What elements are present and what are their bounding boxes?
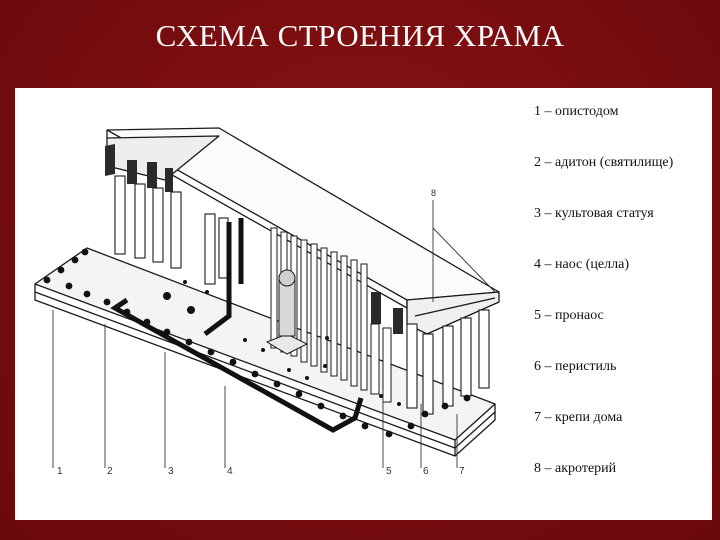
legend-item-peristyle: 6 – перистиль: [534, 359, 617, 374]
temple-diagram: [34, 127, 500, 468]
column: [152, 187, 164, 263]
callout-1: 1: [57, 466, 63, 477]
rear-entablature: [105, 144, 115, 176]
front-entablature: [371, 292, 381, 324]
callout-3: 3: [168, 466, 174, 477]
legend-list: 1 – опистодом 2 – адитон (святилище) 3 –…: [534, 102, 712, 510]
legend-item-opisthodomos: 1 – опистодом: [534, 104, 619, 119]
cella-wall: [110, 297, 364, 433]
callout-2: 2: [107, 466, 113, 477]
slide-title: СХЕМА СТРОЕНИЯ ХРАМА: [155, 18, 565, 53]
legend-item-pronaos: 5 – пронаос: [534, 308, 604, 323]
callout-5: 5: [386, 466, 392, 477]
legend-item-cult-statue: 3 – культовая статуя: [534, 206, 654, 221]
content-panel: 1 2 3 4 5 6 7 8 1 – опистодом 2 – адитон…: [15, 88, 712, 520]
column: [114, 175, 126, 255]
front-column: [442, 325, 454, 407]
column: [170, 191, 182, 269]
marker: [163, 292, 171, 300]
front-column: [406, 323, 418, 409]
legend-item-krepidoma: 7 – крепи дома: [534, 410, 623, 425]
front-column: [460, 317, 472, 397]
cella-wall-inner: [203, 222, 232, 336]
callout-8: 8: [431, 188, 437, 198]
legend-item-acroterion: 8 – акротерий: [534, 461, 617, 476]
front-column: [478, 309, 490, 389]
legend-item-adyton: 2 – адитон (святилище): [534, 155, 674, 170]
marker: [187, 306, 195, 314]
column: [134, 183, 146, 259]
callout-4: 4: [227, 466, 233, 477]
front-column: [422, 333, 434, 415]
statue-pedestal: [265, 333, 309, 355]
callout-6: 6: [423, 466, 429, 477]
legend-item-naos: 4 – наос (целла): [534, 257, 629, 272]
column: [204, 213, 216, 285]
callout-7: 7: [459, 466, 465, 477]
